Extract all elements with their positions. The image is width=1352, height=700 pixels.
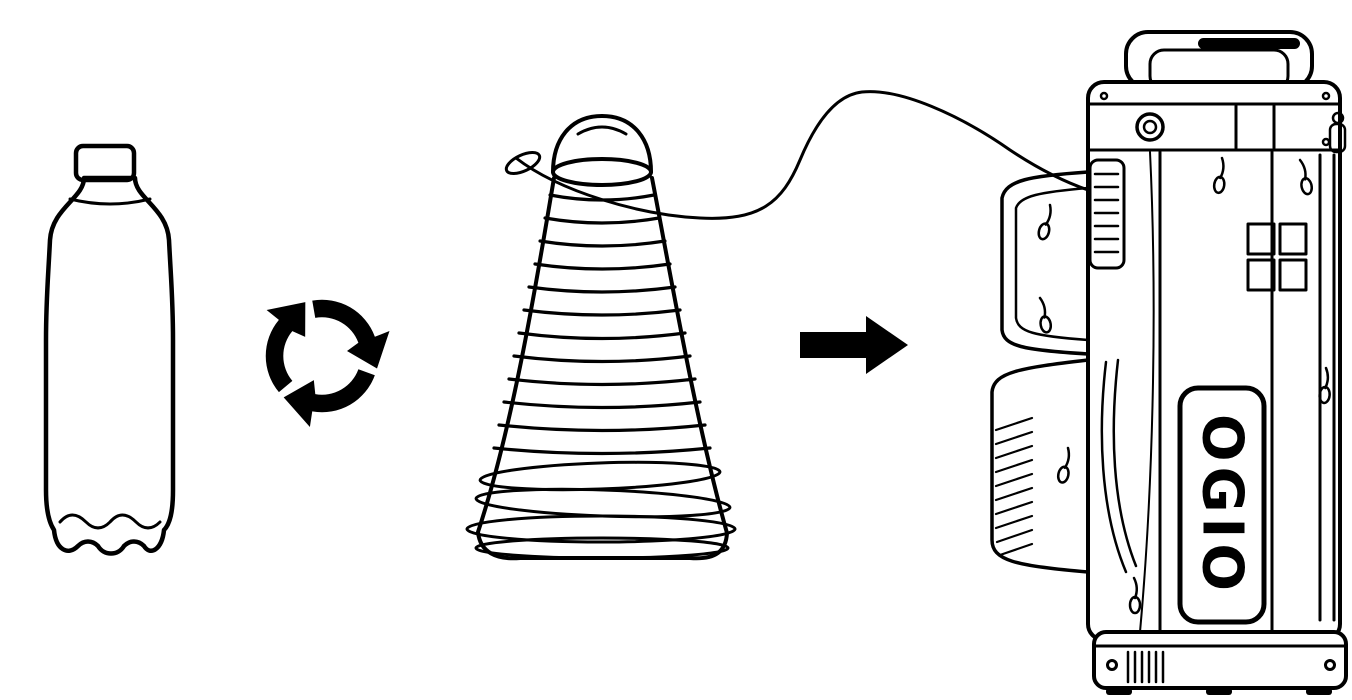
spool-thread-wraps bbox=[492, 193, 712, 456]
spool-dome bbox=[551, 114, 653, 174]
ogio-logo-panel bbox=[1177, 385, 1267, 625]
bag-base bbox=[1092, 630, 1348, 690]
bag-putter-well-inner bbox=[1142, 119, 1158, 135]
plastic-bottle-icon bbox=[43, 143, 176, 556]
ogio-logo-text: OGIO bbox=[1190, 414, 1255, 596]
bag-side-panel bbox=[1088, 158, 1126, 270]
bag-front-zipper-a bbox=[1100, 360, 1128, 574]
bag-putter-well bbox=[1135, 112, 1165, 142]
bag-top-cuff bbox=[1086, 102, 1342, 152]
thread-line bbox=[514, 90, 1090, 220]
spool-loose-loops bbox=[465, 460, 737, 560]
bag-front-trims bbox=[1158, 150, 1336, 640]
bag-vent-grid bbox=[1246, 222, 1308, 292]
bottle-neck-ring bbox=[68, 197, 152, 206]
spool-dome-line bbox=[576, 125, 628, 136]
bag-front-cord bbox=[1139, 151, 1155, 633]
bag-upper-pocket-zipper bbox=[1014, 186, 1090, 342]
thread-loop bbox=[504, 150, 542, 176]
bag-lower-pocket bbox=[990, 358, 1090, 574]
arrow-right-icon bbox=[800, 316, 908, 374]
bag-clip bbox=[1328, 111, 1347, 154]
bag-base-rivets bbox=[1106, 659, 1336, 671]
bag-accordion-texture bbox=[994, 416, 1034, 557]
bag-zipper-pulls bbox=[1037, 156, 1331, 615]
recycling-icon bbox=[265, 299, 390, 427]
spool-rim bbox=[551, 157, 653, 187]
bottle-body bbox=[43, 175, 176, 556]
bottle-cap bbox=[73, 143, 137, 183]
bag-front-zipper-b bbox=[1112, 358, 1138, 568]
bottle-base-line bbox=[58, 513, 162, 530]
bag-handle-grip bbox=[1198, 38, 1300, 49]
bag-feet bbox=[1106, 688, 1332, 695]
bag-upper-pocket bbox=[1000, 170, 1090, 356]
thread-spool-icon bbox=[465, 90, 1090, 561]
golf-bag-illustration: OGIO bbox=[990, 30, 1348, 695]
bag-base-grille bbox=[1126, 650, 1165, 684]
spool-cone-outline bbox=[476, 176, 729, 561]
